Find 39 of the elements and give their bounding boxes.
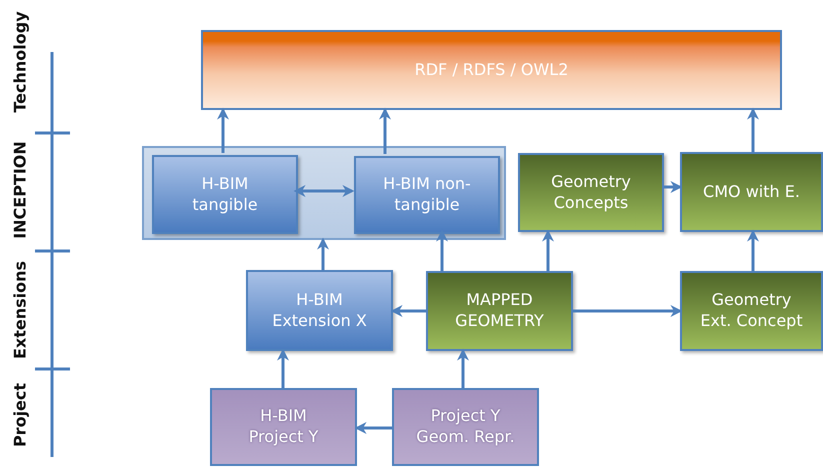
- node-text: H-BIM Extension X: [271, 290, 368, 332]
- arrow: [747, 108, 759, 152]
- concept-box: [354, 156, 500, 234]
- node-text: H-BIM tangible: [191, 174, 259, 216]
- arrow: [747, 230, 759, 271]
- arrow: [664, 181, 682, 193]
- concept-box: [152, 155, 298, 234]
- node-text: MAPPED GEOMETRY: [454, 290, 545, 332]
- arrow: [294, 185, 354, 197]
- phase-label: Project: [10, 382, 30, 448]
- phase-label: INCEPTION: [10, 141, 30, 239]
- arrow: [457, 348, 469, 388]
- phase-label: Extensions: [10, 260, 30, 360]
- group-panel: [142, 146, 506, 240]
- concept-box: [246, 270, 393, 351]
- node-text: CMO with E.: [703, 182, 800, 202]
- arrow: [436, 230, 448, 271]
- project-box: [210, 388, 357, 466]
- arrow: [379, 108, 391, 154]
- project-box: [392, 388, 539, 466]
- arrow: [390, 305, 426, 317]
- phase-label: Technology: [10, 11, 30, 113]
- arrow: [217, 108, 229, 153]
- arrow: [277, 348, 289, 388]
- arrow: [354, 422, 392, 434]
- geometry-box: [680, 271, 823, 351]
- node-text: Geometry Ext. Concept: [699, 290, 804, 332]
- arrow: [317, 238, 329, 270]
- node-text: Project Y Geom. Repr.: [416, 406, 516, 448]
- arrow: [573, 305, 682, 317]
- node-text: RDF / RDFS / OWL2: [414, 60, 568, 80]
- geometry-box: [518, 153, 664, 232]
- arrow: [542, 230, 554, 271]
- geometry-box: [680, 152, 823, 232]
- node-text: Geometry Concepts: [550, 172, 632, 214]
- node-text: H-BIM non-tangible: [382, 174, 472, 216]
- technology-box: [201, 30, 782, 110]
- node-text: H-BIM Project Y: [248, 406, 320, 448]
- geometry-box: [426, 271, 573, 351]
